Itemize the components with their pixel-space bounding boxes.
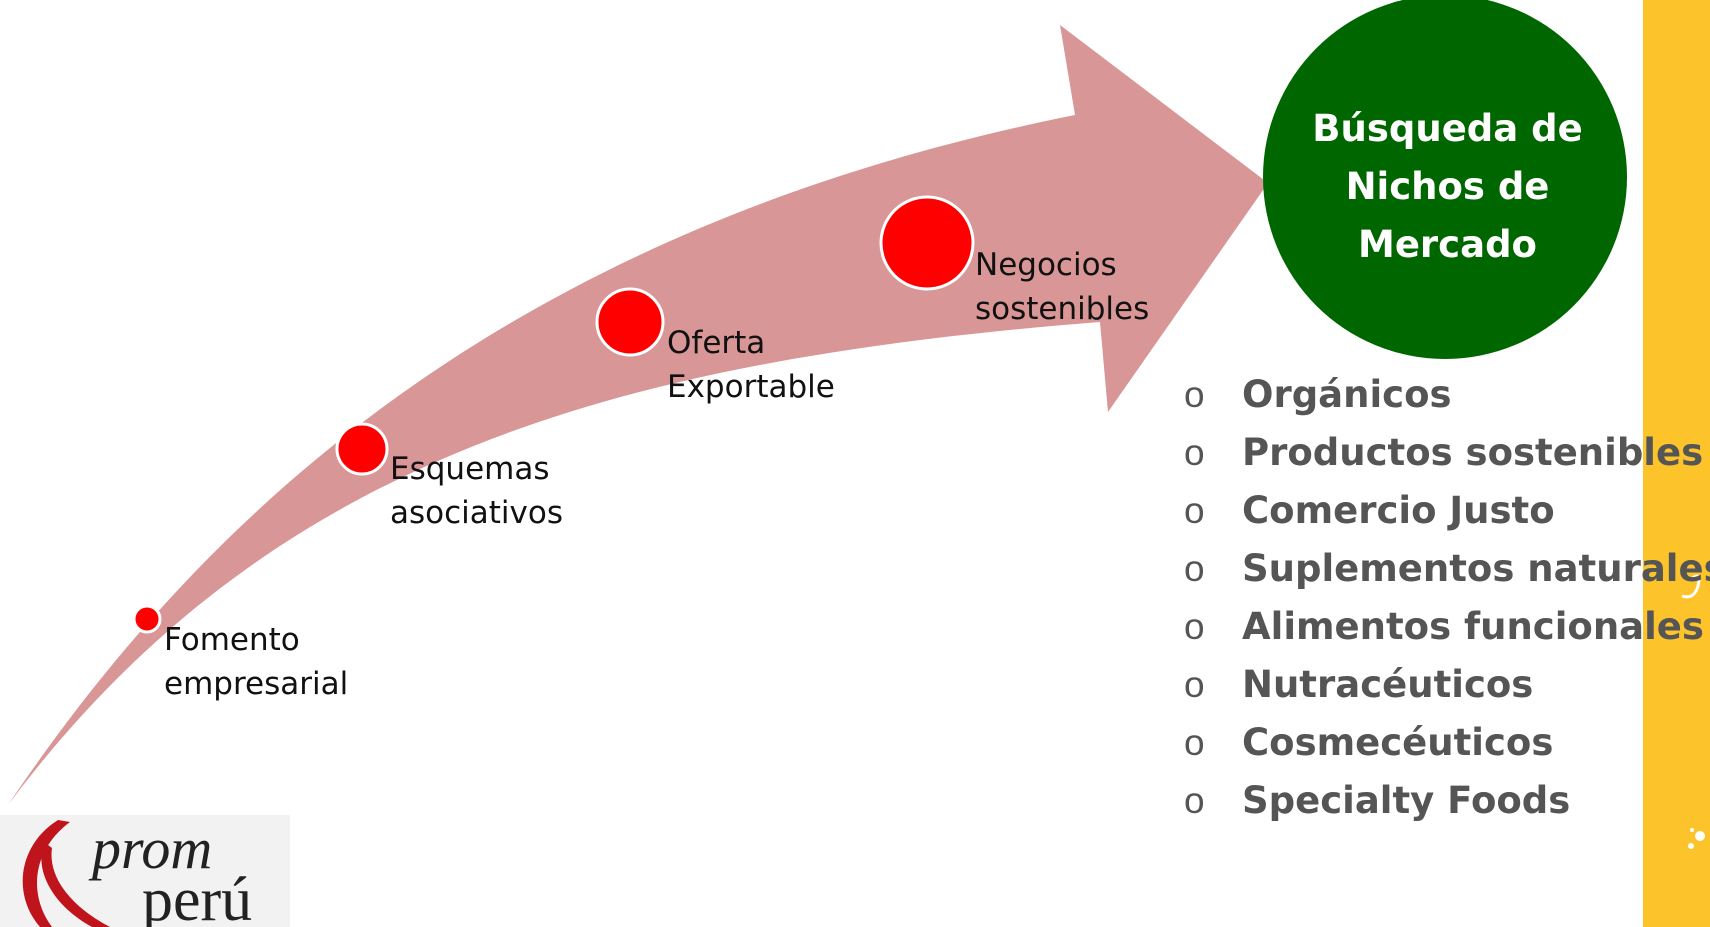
- goal-title-line: Búsqueda de: [1312, 107, 1583, 150]
- niche-item: o Comercio Justo: [1184, 482, 1710, 540]
- bullet-icon: o: [1184, 548, 1205, 589]
- milestone-label-line: Negocios: [975, 247, 1117, 283]
- bullet-icon: o: [1184, 490, 1205, 531]
- bullet-icon: o: [1184, 432, 1205, 473]
- bullet-icon: o: [1184, 722, 1205, 763]
- goal-title-line: Mercado: [1358, 223, 1537, 266]
- milestone-label-line: Fomento: [164, 622, 300, 658]
- niche-item: o Nutracéuticos: [1184, 656, 1710, 714]
- niche-item: o Cosmecéuticos: [1184, 714, 1710, 772]
- niche-label: Alimentos funcionales: [1242, 605, 1704, 648]
- niche-item: o Specialty Foods: [1184, 772, 1710, 830]
- bullet-icon: o: [1184, 780, 1205, 821]
- promperu-logo: prom perú: [0, 815, 290, 927]
- niche-label: Comercio Justo: [1242, 489, 1555, 532]
- goal-title-line: Nichos de: [1345, 165, 1550, 208]
- bullet-icon: o: [1184, 664, 1205, 705]
- milestone-label-line: Exportable: [667, 369, 835, 405]
- niche-label: Suplementos naturales: [1242, 547, 1710, 590]
- milestone-dot-fomento: [132, 604, 162, 634]
- niche-label: Orgánicos: [1242, 373, 1452, 416]
- milestone-label-oferta: Oferta Exportable: [667, 321, 835, 409]
- milestone-dot-oferta: [595, 287, 665, 357]
- milestone-dot-negocios: [879, 195, 975, 291]
- niche-label: Nutracéuticos: [1242, 663, 1534, 706]
- goal-circle: [1263, 0, 1627, 359]
- milestone-label-line: empresarial: [164, 666, 349, 702]
- bullet-icon: o: [1184, 606, 1205, 647]
- niche-item: o Productos sostenibles: [1184, 424, 1710, 482]
- sparkle-icon: [1688, 828, 1705, 849]
- niche-item: o Suplementos naturales: [1184, 540, 1710, 598]
- milestone-label-line: sostenibles: [975, 291, 1150, 327]
- swirl-icon: [1681, 574, 1701, 599]
- niche-label: Specialty Foods: [1242, 779, 1571, 822]
- logo-line1: prom: [88, 816, 212, 881]
- niche-item: o Alimentos funcionales: [1184, 598, 1710, 656]
- milestone-label-negocios: Negocios sostenibles: [975, 243, 1149, 331]
- bullet-icon: o: [1184, 374, 1205, 415]
- goal-title: Búsqueda de Nichos de Mercado: [1265, 100, 1630, 274]
- milestone-label-line: Oferta: [667, 325, 766, 361]
- side-band: [1643, 0, 1710, 927]
- niche-label: Cosmecéuticos: [1242, 721, 1554, 764]
- logo-line2: perú: [142, 866, 252, 927]
- milestone-label-line: asociativos: [390, 495, 563, 531]
- milestone-dot-esquemas: [335, 422, 389, 476]
- milestone-label-esquemas: Esquemas asociativos: [390, 447, 563, 535]
- milestone-label-line: Esquemas: [390, 451, 550, 487]
- niche-item: o Orgánicos: [1184, 366, 1710, 424]
- niche-label: Productos sostenibles: [1242, 431, 1704, 474]
- milestone-label-fomento: Fomento empresarial: [164, 618, 348, 706]
